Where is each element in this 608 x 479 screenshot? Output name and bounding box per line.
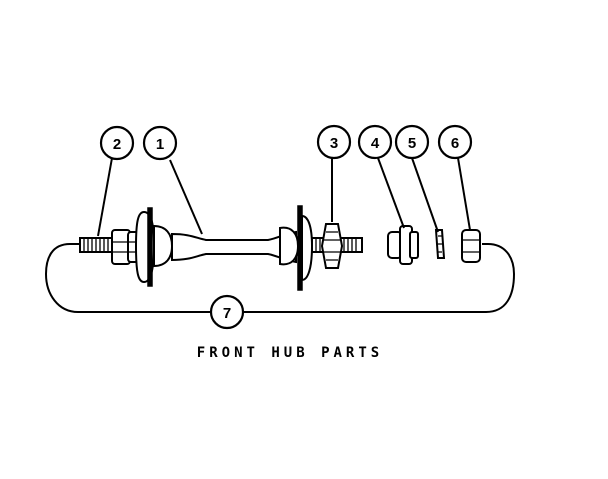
leader-5 (411, 157, 439, 233)
callout-5-label: 5 (408, 135, 416, 152)
leader-2 (97, 157, 113, 237)
group-bracket-line (44, 243, 516, 313)
callout-3-label: 3 (330, 135, 338, 152)
leader-6 (457, 157, 471, 231)
axle-thread-right (311, 223, 363, 269)
callout-3: 3 (316, 124, 352, 160)
callout-5: 5 (394, 124, 430, 160)
callout-6-label: 6 (451, 135, 459, 152)
right-flange (279, 205, 314, 291)
callout-2: 2 (99, 125, 135, 161)
axle-nut (461, 229, 481, 263)
axle-thread-left (79, 237, 117, 253)
callout-1-label: 1 (156, 136, 164, 153)
washer (434, 229, 446, 259)
leader-1 (169, 159, 203, 235)
callout-6: 6 (437, 124, 473, 160)
hub-body (171, 230, 297, 264)
callout-7-label: 7 (223, 305, 231, 322)
bearing-cap (387, 225, 419, 265)
callout-4-label: 4 (371, 135, 380, 152)
callout-4: 4 (357, 124, 393, 160)
left-flange (134, 207, 174, 287)
diagram-caption: FRONT HUB PARTS (197, 345, 383, 361)
callout-1: 1 (142, 125, 178, 161)
callout-2-label: 2 (113, 136, 121, 153)
callout-7: 7 (209, 294, 245, 330)
leader-4 (377, 157, 405, 229)
